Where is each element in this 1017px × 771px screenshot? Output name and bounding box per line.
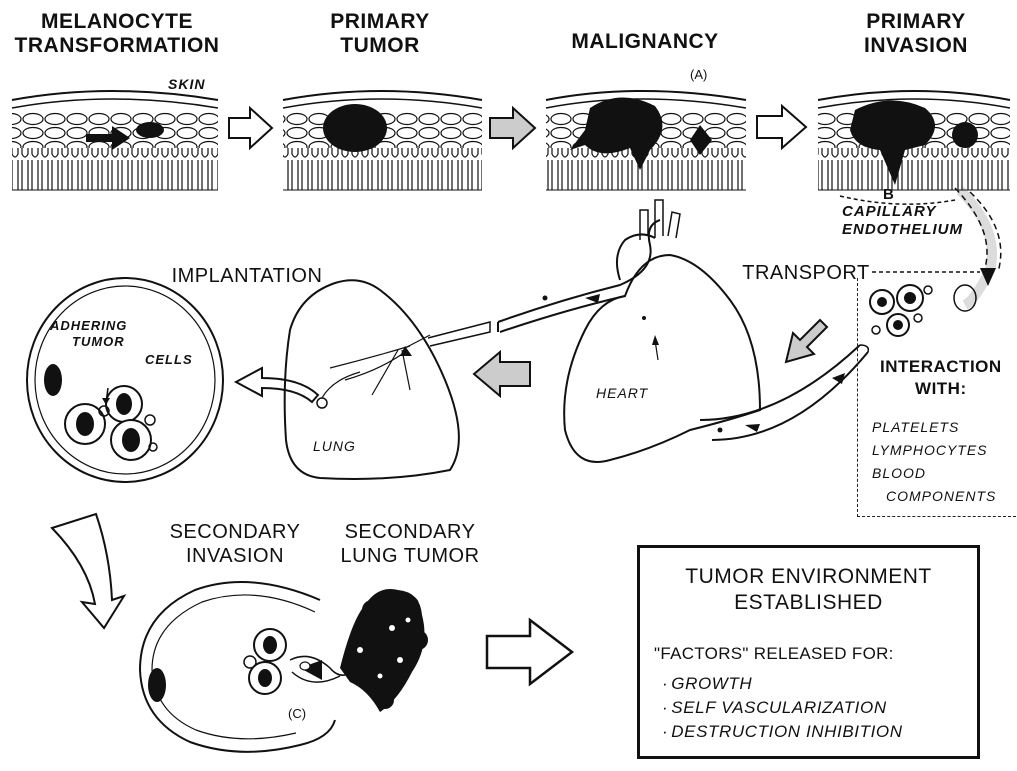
label-capillary-endothelium: CAPILLARY ENDOTHELIUM [842, 203, 963, 239]
box-subtitle: "FACTORS" RELEASED FOR: [654, 644, 894, 664]
label-skin: SKIN [168, 76, 205, 92]
label-primary-invasion-line1: PRIMARY [836, 10, 996, 34]
box-title-line2: ESTABLISHED [640, 590, 977, 616]
box-factor-list: GROWTH SELF VASCULARIZATION DESTRUCTION … [662, 672, 903, 744]
interaction-title-line1: INTERACTION [880, 356, 1002, 378]
label-heart: HEART [596, 385, 648, 401]
arrow-down-curved [52, 514, 124, 628]
interaction-panel: INTERACTION WITH: PLATELETS LYMPHOCYTES … [857, 278, 1016, 517]
label-primary-invasion: PRIMARY INVASION [836, 10, 996, 58]
secondary-lung-tumor-mass [340, 589, 428, 712]
label-secondary-lung-tumor: SECONDARY LUNG TUMOR [320, 520, 500, 568]
box-title: TUMOR ENVIRONMENT ESTABLISHED [640, 564, 977, 616]
label-adhering-tumor-cells: ADHERING TUMOR CELLS [50, 318, 193, 368]
vessel-secondary-invasion [140, 582, 352, 752]
label-adhering-line3: CELLS [50, 352, 193, 368]
label-secondary-lung-tumor-line1: SECONDARY [320, 520, 500, 544]
interaction-title: INTERACTION WITH: [880, 356, 1002, 400]
arrow-right-2 [490, 108, 535, 148]
arrow-left-heart-lung [474, 352, 530, 396]
interaction-item-lymphocytes: LYMPHOCYTES [872, 439, 996, 462]
factor-growth: GROWTH [662, 672, 903, 696]
skin-panel-malignancy [546, 91, 746, 190]
label-transport: TRANSPORT [736, 261, 876, 285]
factor-destruction-inhibition: DESTRUCTION INHIBITION [662, 720, 903, 744]
label-melanocyte-line2: TRANSFORMATION [4, 34, 230, 58]
label-lung: LUNG [313, 438, 356, 454]
arrow-to-environment [487, 620, 572, 684]
interaction-title-line2: WITH: [880, 378, 1002, 400]
marker-c: (C) [288, 706, 306, 721]
factor-self-vascularization: SELF VASCULARIZATION [662, 696, 903, 720]
arrow-to-vessel [236, 368, 318, 402]
label-capillary-line2: ENDOTHELIUM [842, 221, 963, 239]
interaction-item-components: COMPONENTS [872, 485, 996, 508]
box-title-line1: TUMOR ENVIRONMENT [640, 564, 977, 590]
label-primary-invasion-line2: INVASION [836, 34, 996, 58]
skin-panel-primary-tumor [283, 91, 482, 190]
label-melanocyte-transformation: MELANOCYTE TRANSFORMATION [4, 10, 230, 58]
label-primary-tumor-line1: PRIMARY [300, 10, 460, 34]
arrow-right-3 [757, 106, 806, 148]
label-malignancy-line1: MALIGNANCY [555, 30, 735, 54]
label-capillary-line1: CAPILLARY [842, 203, 963, 221]
label-secondary-invasion: SECONDARY INVASION [155, 520, 315, 568]
interaction-item-blood: BLOOD [872, 462, 996, 485]
label-secondary-invasion-line2: INVASION [155, 544, 315, 568]
label-implantation: IMPLANTATION [152, 264, 342, 288]
skin-panel-melanocyte [12, 91, 218, 190]
label-melanocyte-line1: MELANOCYTE [4, 10, 230, 34]
interaction-list: PLATELETS LYMPHOCYTES BLOOD COMPONENTS [872, 416, 996, 508]
label-adhering-line1: ADHERING [50, 318, 193, 334]
marker-a: (A) [690, 67, 707, 82]
marker-b: B [883, 186, 894, 203]
label-primary-tumor-line2: TUMOR [300, 34, 460, 58]
label-secondary-lung-tumor-line2: LUNG TUMOR [320, 544, 500, 568]
label-primary-tumor: PRIMARY TUMOR [300, 10, 460, 58]
label-secondary-invasion-line1: SECONDARY [155, 520, 315, 544]
label-adhering-line2: TUMOR [50, 334, 193, 350]
vessel-implantation [27, 278, 223, 482]
tumor-environment-box: TUMOR ENVIRONMENT ESTABLISHED "FACTORS" … [637, 545, 980, 759]
label-malignancy: MALIGNANCY [555, 30, 735, 54]
arrow-diagonal-transport [786, 320, 827, 362]
arrow-right-1 [229, 108, 272, 148]
interaction-item-platelets: PLATELETS [872, 416, 996, 439]
